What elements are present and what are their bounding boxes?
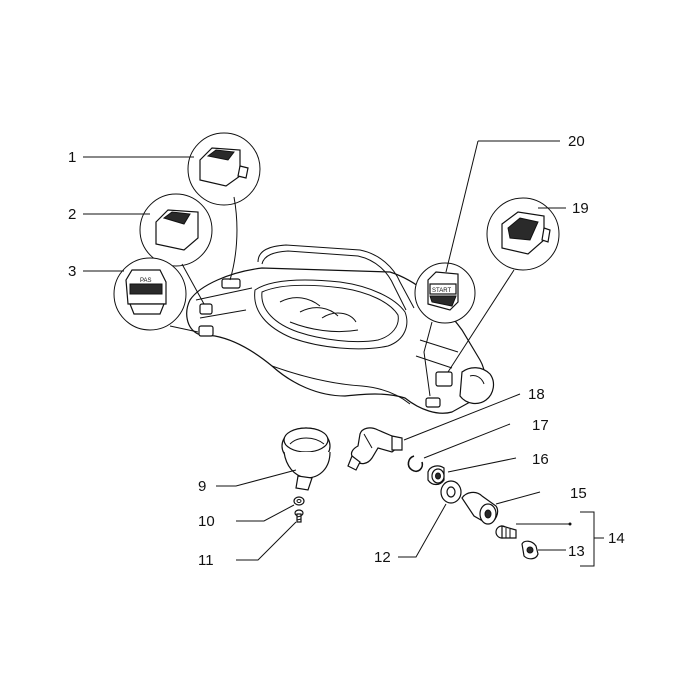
svg-text:PAS: PAS bbox=[140, 278, 152, 284]
label-1: 1 bbox=[68, 149, 76, 166]
label-3: 3 bbox=[68, 263, 76, 280]
part-15-sleeve bbox=[461, 491, 499, 525]
label-17: 17 bbox=[532, 417, 549, 434]
part-11-screw bbox=[294, 509, 304, 523]
label-19: 19 bbox=[572, 200, 589, 217]
label-14: 14 bbox=[608, 530, 625, 547]
part-9-horn bbox=[281, 427, 331, 491]
part-20-start-switch: START bbox=[414, 262, 476, 324]
label-9: 9 bbox=[198, 478, 206, 495]
part-18-connector bbox=[347, 427, 403, 471]
label-15: 15 bbox=[570, 485, 587, 502]
part-13-bolt bbox=[521, 540, 539, 560]
part-12-washer bbox=[440, 480, 462, 504]
label-13: 13 bbox=[568, 543, 585, 560]
label-10: 10 bbox=[198, 513, 215, 530]
start-switch-text: START bbox=[432, 288, 451, 294]
part-1-switch bbox=[187, 132, 261, 206]
handlebar-cover bbox=[186, 244, 495, 414]
label-20: 20 bbox=[568, 133, 585, 150]
part-10-washer bbox=[293, 496, 305, 506]
label-2: 2 bbox=[68, 206, 76, 223]
part-3-switch: PAS bbox=[113, 257, 187, 331]
part-14-bolt bbox=[495, 525, 517, 539]
label-11: 11 bbox=[198, 552, 214, 569]
part-19-switch bbox=[486, 197, 560, 271]
part-17-circlip bbox=[407, 455, 424, 473]
label-18: 18 bbox=[528, 386, 545, 403]
part-16-bushing bbox=[427, 465, 445, 486]
part-2-switch bbox=[139, 193, 213, 267]
label-16: 16 bbox=[532, 451, 549, 468]
label-12: 12 bbox=[374, 549, 391, 566]
